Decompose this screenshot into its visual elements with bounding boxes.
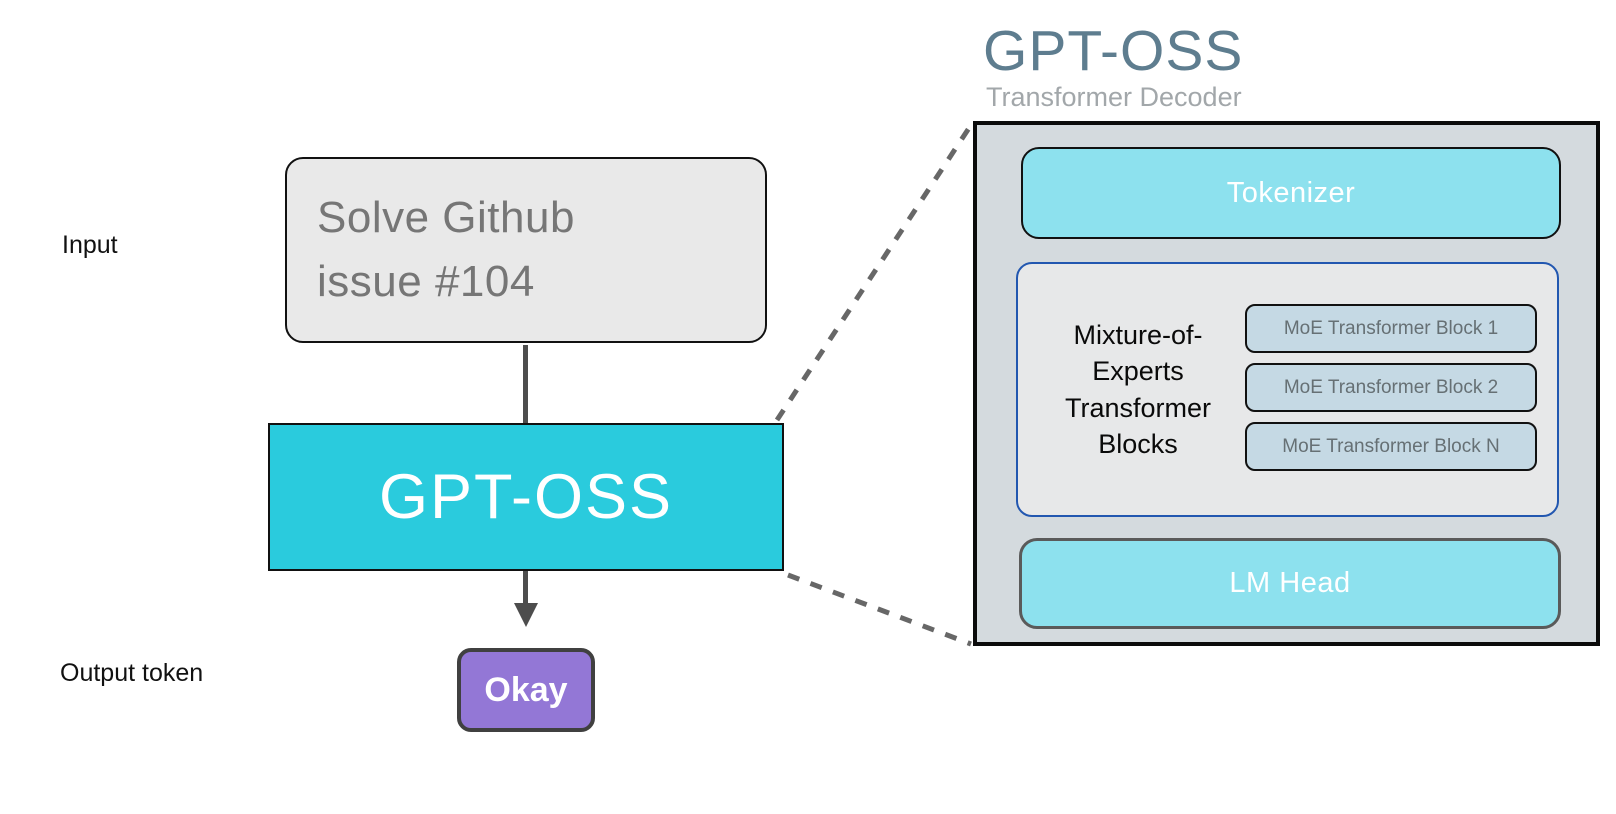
moe-transformer-block-n-label: MoE Transformer Block N <box>1282 435 1500 457</box>
tokenizer-label: Tokenizer <box>1226 176 1356 209</box>
zoom-connector-bottom <box>787 572 972 647</box>
gpt-oss-model-label: GPT-OSS <box>378 462 674 532</box>
moe-group-label: Mixture-of- Experts Transformer Blocks <box>1038 264 1238 515</box>
lm-head-box: LM Head <box>1019 538 1561 629</box>
output-token-box: Okay <box>457 648 595 732</box>
detail-panel-title: GPT-OSS <box>983 19 1244 83</box>
input-to-model-connector <box>523 345 528 425</box>
moe-transformer-block-2: MoE Transformer Block 2 <box>1245 363 1537 412</box>
output-token-label: Output token <box>60 659 204 687</box>
moe-transformer-block-1: MoE Transformer Block 1 <box>1245 304 1537 353</box>
moe-group-label-line: Experts <box>1092 356 1184 387</box>
down-arrow-icon <box>514 603 538 627</box>
zoom-connector-top <box>774 123 974 422</box>
moe-group-label-line: Blocks <box>1098 428 1178 459</box>
moe-transformer-block-1-label: MoE Transformer Block 1 <box>1283 317 1499 339</box>
input-prompt-box: Solve Github issue #104 <box>285 157 767 343</box>
moe-transformer-block-2-label: MoE Transformer Block 2 <box>1283 376 1499 398</box>
input-label: Input <box>62 231 118 259</box>
moe-group-label-line: Transformer <box>1064 392 1212 423</box>
moe-group-label-line: Mixture-of- <box>1073 319 1203 350</box>
input-prompt-line1: Solve Github <box>317 193 575 243</box>
detail-panel-subtitle: Transformer Decoder <box>986 82 1242 112</box>
input-prompt-line2: issue #104 <box>317 257 535 306</box>
tokenizer-box: Tokenizer <box>1021 147 1561 239</box>
moe-blocks-column: MoE Transformer Block 1 MoE Transformer … <box>1245 304 1537 471</box>
model-to-output-connector <box>523 571 528 605</box>
lm-head-label: LM Head <box>1229 567 1351 599</box>
moe-blocks-container: Mixture-of- Experts Transformer Blocks M… <box>1016 262 1559 517</box>
output-token-value: Okay <box>484 670 568 709</box>
transformer-decoder-panel: Tokenizer Mixture-of- Experts Transforme… <box>973 121 1600 646</box>
moe-transformer-block-n: MoE Transformer Block N <box>1245 422 1537 471</box>
gpt-oss-model-box: GPT-OSS <box>268 423 784 571</box>
